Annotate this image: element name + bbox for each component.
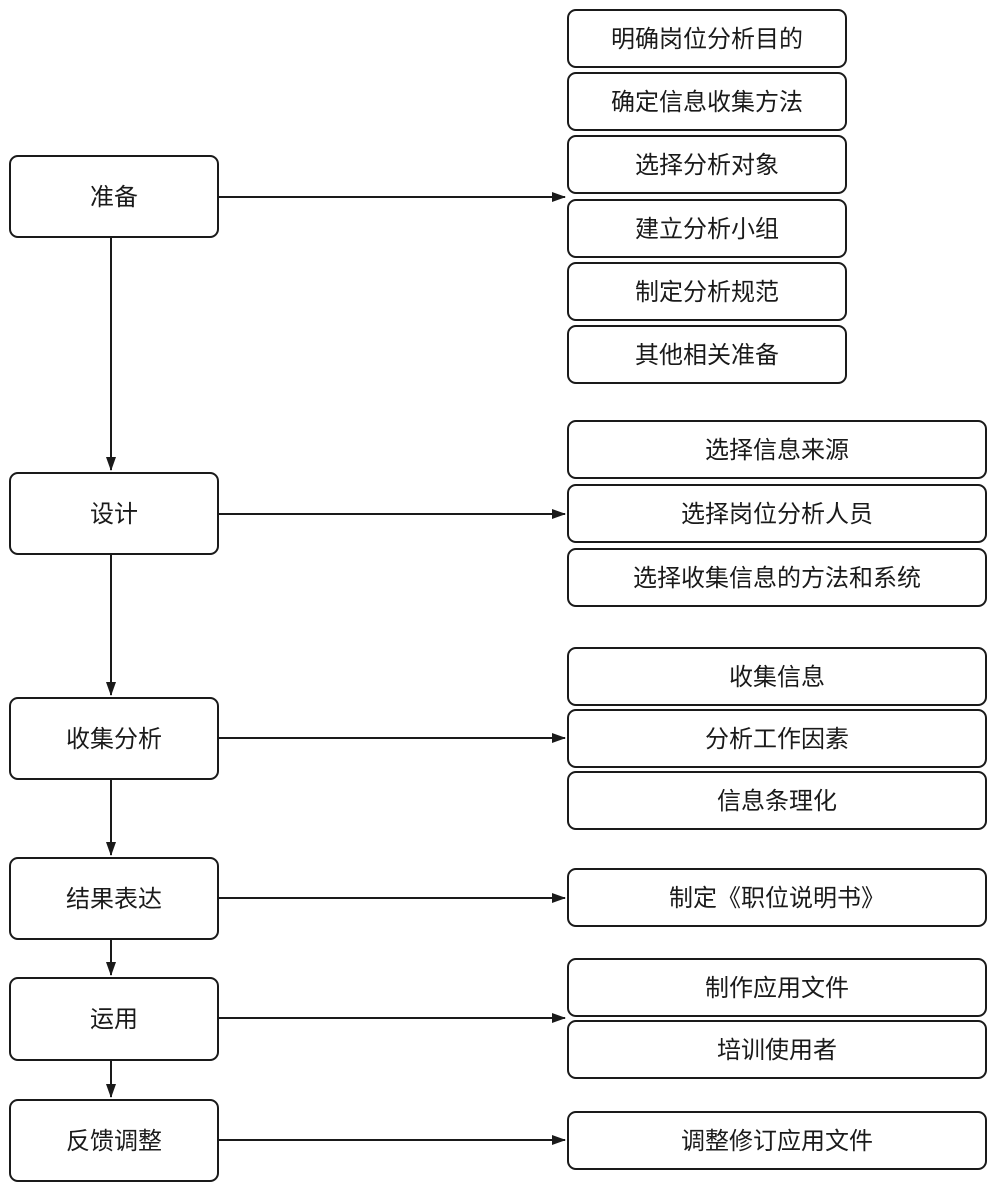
detail-collect-item: 收集信息 xyxy=(567,647,987,706)
detail-prepare-item-label: 明确岗位分析目的 xyxy=(611,24,803,53)
stage-prepare-label: 准备 xyxy=(90,182,138,211)
detail-feedback-item: 调整修订应用文件 xyxy=(567,1111,987,1170)
stage-feedback-adjust: 反馈调整 xyxy=(9,1099,219,1182)
detail-prepare-item-label: 其他相关准备 xyxy=(635,340,779,369)
detail-prepare-item: 其他相关准备 xyxy=(567,325,847,384)
detail-design-item: 选择岗位分析人员 xyxy=(567,484,987,543)
detail-design-item: 选择收集信息的方法和系统 xyxy=(567,548,987,607)
detail-collect-item-label: 信息条理化 xyxy=(717,786,837,815)
detail-apply-item: 培训使用者 xyxy=(567,1020,987,1079)
detail-collect-item: 分析工作因素 xyxy=(567,709,987,768)
detail-prepare-item: 制定分析规范 xyxy=(567,262,847,321)
detail-prepare-item-label: 制定分析规范 xyxy=(635,277,779,306)
detail-result-item-label: 制定《职位说明书》 xyxy=(669,883,885,912)
detail-design-item: 选择信息来源 xyxy=(567,420,987,479)
detail-collect-item: 信息条理化 xyxy=(567,771,987,830)
stage-prepare: 准备 xyxy=(9,155,219,238)
stage-collect-analyze-label: 收集分析 xyxy=(66,724,162,753)
detail-prepare-item: 明确岗位分析目的 xyxy=(567,9,847,68)
detail-prepare-item-label: 确定信息收集方法 xyxy=(611,87,803,116)
detail-feedback-item-label: 调整修订应用文件 xyxy=(681,1126,873,1155)
stage-apply-label: 运用 xyxy=(90,1005,138,1033)
detail-result-item: 制定《职位说明书》 xyxy=(567,868,987,927)
detail-collect-item-label: 收集信息 xyxy=(729,662,825,691)
detail-prepare-item-label: 选择分析对象 xyxy=(635,150,779,179)
detail-design-item-label: 选择信息来源 xyxy=(705,435,849,464)
detail-design-item-label: 选择收集信息的方法和系统 xyxy=(633,563,921,592)
stage-collect-analyze: 收集分析 xyxy=(9,697,219,780)
stage-apply: 运用 xyxy=(9,977,219,1061)
detail-design-item-label: 选择岗位分析人员 xyxy=(681,499,873,528)
detail-apply-item-label: 制作应用文件 xyxy=(705,973,849,1002)
stage-result-expression-label: 结果表达 xyxy=(66,884,162,913)
stage-feedback-adjust-label: 反馈调整 xyxy=(66,1126,162,1155)
detail-prepare-item: 确定信息收集方法 xyxy=(567,72,847,131)
detail-collect-item-label: 分析工作因素 xyxy=(705,724,849,753)
detail-apply-item-label: 培训使用者 xyxy=(717,1035,837,1064)
stage-design: 设计 xyxy=(9,472,219,555)
stage-design-label: 设计 xyxy=(90,499,138,528)
detail-prepare-item-label: 建立分析小组 xyxy=(635,214,779,243)
detail-prepare-item: 选择分析对象 xyxy=(567,135,847,194)
detail-prepare-item: 建立分析小组 xyxy=(567,199,847,258)
detail-apply-item: 制作应用文件 xyxy=(567,958,987,1017)
stage-result-expression: 结果表达 xyxy=(9,857,219,940)
